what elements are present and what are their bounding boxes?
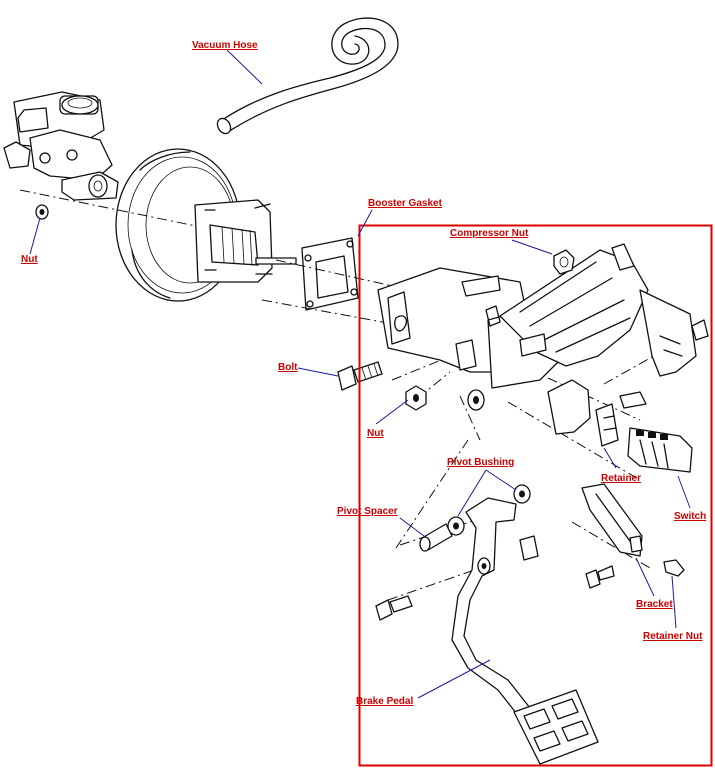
vacuum-hose <box>216 17 399 135</box>
label-brake-pedal: Brake Pedal <box>356 696 413 707</box>
bolt-part <box>337 361 383 391</box>
label-booster-gasket: Booster Gasket <box>368 198 443 209</box>
label-nut-center: Nut <box>367 428 384 439</box>
compressor-nut-part <box>553 249 575 275</box>
label-compressor-nut: Compressor Nut <box>450 228 529 239</box>
leader-lines <box>29 49 691 699</box>
nut-left-part <box>35 204 49 220</box>
label-bolt: Bolt <box>278 362 298 373</box>
pedal-stop <box>519 535 539 561</box>
label-pivot-spacer: Pivot Spacer <box>337 506 398 517</box>
label-retainer: Retainer <box>601 473 641 484</box>
pivot-bushings <box>447 484 531 536</box>
label-switch: Switch <box>674 511 706 522</box>
label-pivot-bushing: Pivot Bushing <box>447 457 514 468</box>
switch-part <box>627 427 693 473</box>
label-nut-left: Nut <box>21 254 38 265</box>
retainer-nut-part <box>663 559 685 577</box>
nut-center-part <box>405 385 427 411</box>
pedal-support-bracket <box>377 243 709 435</box>
pivot-washer <box>467 389 485 411</box>
highlight-box <box>358 224 713 767</box>
pedal-bolt <box>375 595 413 621</box>
brake-booster <box>115 148 297 302</box>
brake-pedal-part <box>451 497 599 765</box>
booster-gasket <box>301 237 359 311</box>
label-retainer-nut: Retainer Nut <box>643 631 703 642</box>
bracket-part <box>581 483 643 557</box>
label-vacuum-hose: Vacuum Hose <box>192 40 258 51</box>
pivot-spacer-part <box>419 523 453 552</box>
master-cylinder <box>3 91 119 201</box>
label-bracket: Bracket <box>636 599 673 610</box>
bracket-bolt <box>585 565 615 589</box>
retainer-part <box>595 391 647 447</box>
